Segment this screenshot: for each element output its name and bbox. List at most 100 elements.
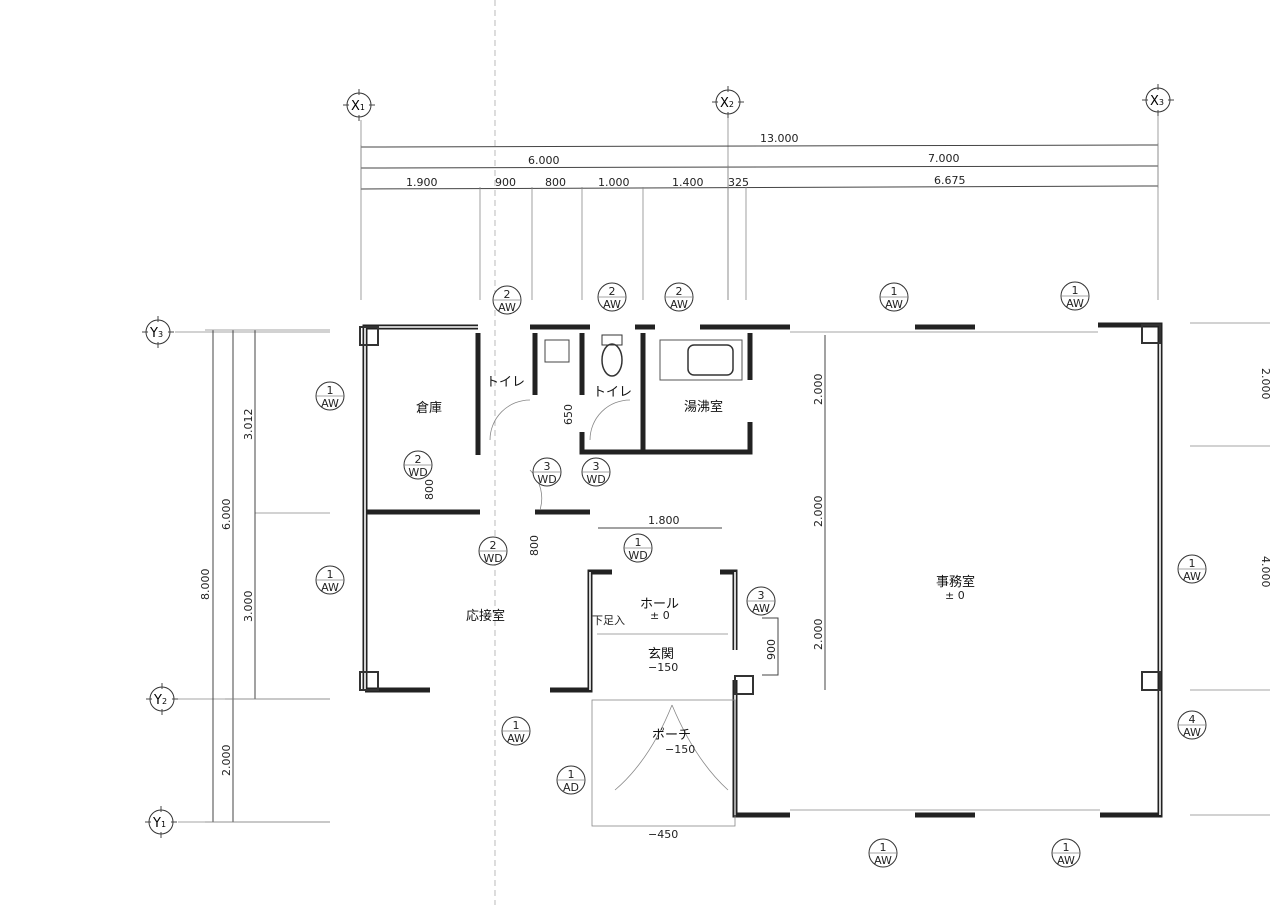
grid-bubble-x1: X1 bbox=[343, 89, 375, 121]
fitting-tag: 3 AW bbox=[746, 586, 776, 616]
fitting-tag: 3 WD bbox=[532, 457, 562, 487]
svg-text:4: 4 bbox=[1189, 713, 1196, 726]
svg-text:WD: WD bbox=[408, 466, 427, 479]
fitting-tag: 2 WD bbox=[478, 536, 508, 566]
svg-text:2.000: 2.000 bbox=[220, 745, 233, 777]
svg-text:AW: AW bbox=[752, 602, 770, 615]
svg-text:650: 650 bbox=[562, 404, 575, 425]
fitting-tag: 1 AW bbox=[1177, 554, 1207, 584]
fitting-tag: 4 AW bbox=[1177, 710, 1207, 740]
svg-text:2.000: 2.000 bbox=[1259, 368, 1272, 400]
room-porch: ポーチ bbox=[652, 728, 691, 743]
svg-text:± 0: ± 0 bbox=[945, 589, 965, 602]
svg-text:WD: WD bbox=[483, 552, 502, 565]
svg-text:AW: AW bbox=[321, 581, 339, 594]
fitting-tag: 1 AW bbox=[315, 565, 345, 595]
svg-text:1: 1 bbox=[568, 768, 575, 781]
svg-text:800: 800 bbox=[423, 479, 436, 500]
svg-text:WD: WD bbox=[628, 549, 647, 562]
room-reception: 応接室 bbox=[466, 608, 505, 624]
svg-text:± 0: ± 0 bbox=[650, 609, 670, 622]
svg-text:2: 2 bbox=[609, 285, 616, 298]
room-labels: 倉庫 トイレ トイレ 湯沸室 応接室 ホール ± 0 下足入 玄関 −150 ポ… bbox=[416, 375, 975, 841]
svg-text:3: 3 bbox=[593, 460, 600, 473]
svg-text:AW: AW bbox=[1183, 570, 1201, 583]
svg-text:AW: AW bbox=[321, 397, 339, 410]
toilet-icon bbox=[601, 343, 623, 377]
grid-bubble-x3: X3 bbox=[1142, 84, 1174, 116]
fitting-tag: 1 AD bbox=[556, 765, 586, 795]
fitting-tag: 1 AW bbox=[879, 282, 909, 312]
left-dimensions: 8.000 6.000 2.000 3.012 3.000 bbox=[199, 329, 330, 823]
shoe-cabinet-label: 下足入 bbox=[592, 614, 625, 627]
svg-text:2.000: 2.000 bbox=[812, 496, 825, 528]
svg-text:1: 1 bbox=[635, 536, 642, 549]
svg-text:X2: X2 bbox=[720, 96, 734, 111]
svg-text:1.900: 1.900 bbox=[406, 176, 438, 189]
svg-text:Y2: Y2 bbox=[153, 693, 167, 708]
svg-text:6.000: 6.000 bbox=[528, 154, 560, 167]
svg-text:900: 900 bbox=[765, 639, 778, 660]
svg-text:AW: AW bbox=[507, 732, 525, 745]
fitting-tag: 2 AW bbox=[597, 282, 627, 312]
room-hall: ホール bbox=[640, 597, 679, 612]
fitting-tag: 1 AW bbox=[501, 716, 531, 746]
svg-text:−150: −150 bbox=[648, 661, 678, 674]
room-kitchenette: 湯沸室 bbox=[684, 399, 723, 415]
svg-text:6.675: 6.675 bbox=[934, 174, 966, 187]
kitchen-sink-icon bbox=[687, 344, 734, 376]
svg-text:2.000: 2.000 bbox=[812, 619, 825, 651]
svg-text:Y3: Y3 bbox=[149, 326, 163, 341]
svg-text:AW: AW bbox=[1183, 726, 1201, 739]
room-toilet-1: トイレ bbox=[486, 375, 525, 390]
fitting-tag: 3 WD bbox=[581, 457, 611, 487]
svg-text:−150: −150 bbox=[665, 743, 695, 756]
fitting-tag: 1 WD bbox=[623, 533, 653, 563]
svg-text:AW: AW bbox=[1057, 854, 1075, 867]
right-dimensions: 2.000 4.000 bbox=[1259, 368, 1272, 588]
svg-text:AW: AW bbox=[670, 298, 688, 311]
inner-dimensions: 2.000 2.000 2.000 650 800 800 1.800 900 bbox=[423, 335, 826, 690]
svg-text:AW: AW bbox=[885, 298, 903, 311]
room-toilet-2: トイレ bbox=[593, 385, 632, 400]
svg-text:1: 1 bbox=[1189, 557, 1196, 570]
top-dimensions: 13.000 6.000 7.000 1.900 900 800 1.000 1… bbox=[360, 132, 1159, 300]
svg-text:Y1: Y1 bbox=[152, 816, 166, 831]
svg-text:325: 325 bbox=[728, 176, 749, 189]
fitting-tag: 1 AW bbox=[868, 838, 898, 868]
room-storage: 倉庫 bbox=[416, 401, 442, 416]
room-office: 事務室 bbox=[936, 574, 975, 590]
svg-text:X1: X1 bbox=[351, 99, 365, 114]
svg-text:1: 1 bbox=[1063, 841, 1070, 854]
svg-text:WD: WD bbox=[586, 473, 605, 486]
svg-text:2: 2 bbox=[415, 453, 422, 466]
svg-text:1: 1 bbox=[513, 719, 520, 732]
svg-text:4.000: 4.000 bbox=[1259, 556, 1272, 588]
svg-text:1: 1 bbox=[327, 568, 334, 581]
fitting-tag: 2 AW bbox=[492, 285, 522, 315]
fitting-tag: 1 AW bbox=[1051, 838, 1081, 868]
sink-icon bbox=[544, 339, 570, 363]
svg-text:1: 1 bbox=[880, 841, 887, 854]
svg-text:1.400: 1.400 bbox=[672, 176, 704, 189]
svg-text:13.000: 13.000 bbox=[760, 132, 799, 145]
svg-text:1: 1 bbox=[327, 384, 334, 397]
svg-text:AD: AD bbox=[563, 781, 579, 794]
svg-text:AW: AW bbox=[603, 298, 621, 311]
svg-text:2.000: 2.000 bbox=[812, 374, 825, 406]
grid-bubble-y1: Y1 bbox=[145, 806, 177, 838]
grid-bubble-y3: Y3 bbox=[142, 316, 174, 348]
svg-text:8.000: 8.000 bbox=[199, 569, 212, 601]
svg-text:2: 2 bbox=[676, 285, 683, 298]
svg-text:X3: X3 bbox=[1150, 94, 1164, 109]
walls bbox=[359, 322, 1163, 827]
svg-text:1.800: 1.800 bbox=[648, 514, 680, 527]
ground-level: −450 bbox=[648, 828, 678, 841]
svg-text:7.000: 7.000 bbox=[928, 152, 960, 165]
svg-text:3.000: 3.000 bbox=[242, 591, 255, 623]
svg-text:3: 3 bbox=[544, 460, 551, 473]
svg-text:800: 800 bbox=[545, 176, 566, 189]
svg-text:2: 2 bbox=[504, 288, 511, 301]
svg-text:1: 1 bbox=[891, 285, 898, 298]
fitting-tag: 1 AW bbox=[1060, 281, 1090, 311]
